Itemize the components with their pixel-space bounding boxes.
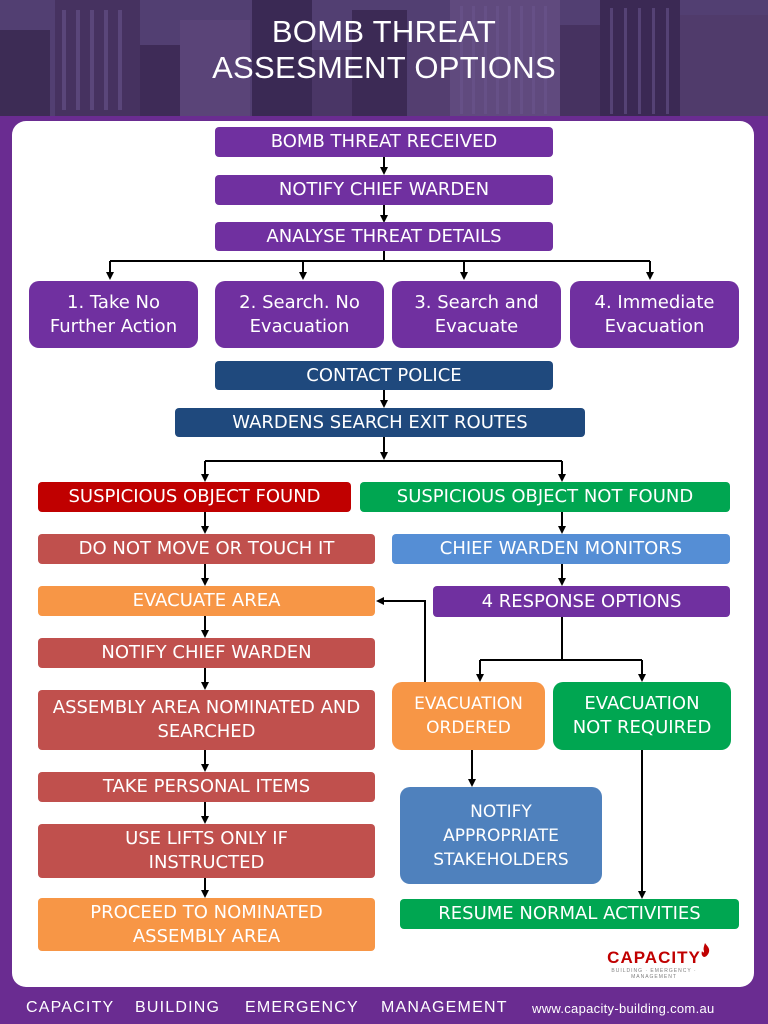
node-wardens-search-exit-routes: WARDENS SEARCH EXIT ROUTES — [175, 408, 585, 437]
node-notify-appropriate-stakeholders: NOTIFY APPROPRIATE STAKEHOLDERS — [400, 787, 602, 884]
capacity-logo: CAPACITY BUILDING · EMERGENCY · MANAGEME… — [598, 942, 718, 980]
node-do-not-move: DO NOT MOVE OR TOUCH IT — [38, 534, 375, 564]
footer-word-emergency: EMERGENCY — [245, 999, 359, 1016]
footer-word-capacity: CAPACITY — [26, 999, 115, 1016]
logo-tagline: BUILDING · EMERGENCY · MANAGEMENT — [611, 968, 697, 980]
node-notify-chief-warden-2: NOTIFY CHIEF WARDEN — [38, 638, 375, 668]
title-line-2: ASSESMENT OPTIONS — [212, 50, 556, 85]
node-resume-normal-activities: RESUME NORMAL ACTIVITIES — [400, 899, 739, 929]
node-option-search-no-evacuation: 2. Search. No Evacuation — [215, 281, 384, 348]
node-option-search-and-evacuate: 3. Search and Evacuate — [392, 281, 561, 348]
node-evacuation-not-required: EVACUATION NOT REQUIRED — [553, 682, 731, 750]
node-bomb-threat-received: BOMB THREAT RECEIVED — [215, 127, 553, 157]
title-line-1: BOMB THREAT — [271, 14, 497, 49]
node-4-response-options: 4 RESPONSE OPTIONS — [433, 586, 730, 617]
node-contact-police: CONTACT POLICE — [215, 361, 553, 390]
node-notify-chief-warden: NOTIFY CHIEF WARDEN — [215, 175, 553, 205]
node-assembly-area-nominated: ASSEMBLY AREA NOMINATED AND SEARCHED — [38, 690, 375, 750]
node-analyse-threat-details: ANALYSE THREAT DETAILS — [215, 222, 553, 251]
logo-name: CAPACITY — [607, 948, 701, 967]
footer-word-management: MANAGEMENT — [381, 999, 508, 1016]
page-title: BOMB THREAT ASSESMENT OPTIONS — [0, 14, 768, 86]
node-chief-warden-monitors: CHIEF WARDEN MONITORS — [392, 534, 730, 564]
node-take-personal-items: TAKE PERSONAL ITEMS — [38, 772, 375, 802]
footer-bar: CAPACITY BUILDING EMERGENCY MANAGEMENT w… — [0, 990, 768, 1024]
node-option-immediate-evacuation: 4. Immediate Evacuation — [570, 281, 739, 348]
node-evacuate-area: EVACUATE AREA — [38, 586, 375, 616]
node-proceed-to-assembly-area: PROCEED TO NOMINATED ASSEMBLY AREA — [38, 898, 375, 951]
skyline-image — [0, 0, 768, 116]
node-use-lifts-only: USE LIFTS ONLY IF INSTRUCTED — [38, 824, 375, 878]
footer-word-building: BUILDING — [135, 999, 221, 1016]
flame-icon — [701, 943, 710, 957]
footer-url[interactable]: www.capacity-building.com.au — [532, 1001, 715, 1016]
node-suspicious-object-not-found: SUSPICIOUS OBJECT NOT FOUND — [360, 482, 730, 512]
node-evacuation-ordered: EVACUATION ORDERED — [392, 682, 545, 750]
node-option-take-no-action: 1. Take No Further Action — [29, 281, 198, 348]
node-suspicious-object-found: SUSPICIOUS OBJECT FOUND — [38, 482, 351, 512]
header-banner: BOMB THREAT ASSESMENT OPTIONS — [0, 0, 768, 116]
